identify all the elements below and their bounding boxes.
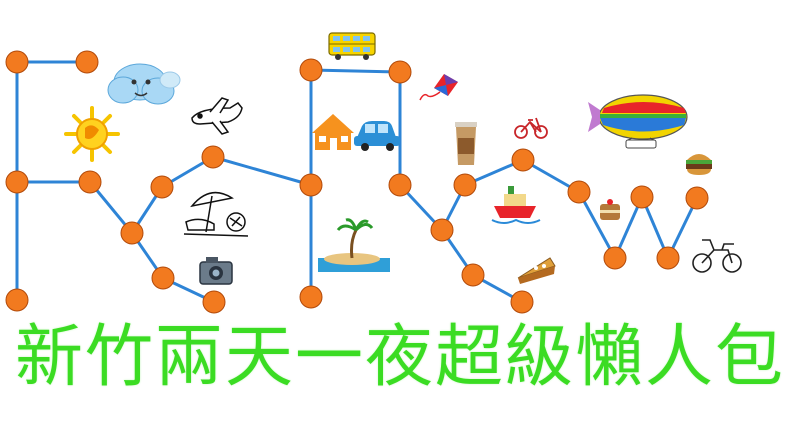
connector-node [5, 170, 29, 194]
cake-icon [600, 199, 620, 220]
connector-node [511, 148, 535, 172]
sun-icon [64, 106, 120, 162]
connector-node [388, 173, 412, 197]
connector-node [120, 221, 144, 245]
connector-node [150, 175, 174, 199]
connector-node [567, 180, 591, 204]
connector-node [78, 170, 102, 194]
connector-node [5, 288, 29, 312]
cloud-icon [107, 63, 181, 105]
house-icon [312, 114, 354, 150]
car-icon [354, 121, 400, 151]
connector-node [430, 218, 454, 242]
connector-node [299, 58, 323, 82]
connector-node [299, 173, 323, 197]
connector-node [453, 173, 477, 197]
connector-node [510, 290, 534, 314]
connector-node [461, 263, 485, 287]
connector-node [299, 285, 323, 309]
island-icon [318, 218, 390, 272]
bicycle-icon [514, 117, 548, 139]
connector-node [151, 266, 175, 290]
bus-icon [328, 32, 376, 60]
connector-node [201, 145, 225, 169]
connector-line [310, 68, 401, 74]
connector-node [656, 246, 680, 270]
connector-line [212, 155, 312, 187]
connector-node [388, 60, 412, 84]
camera-icon [199, 257, 233, 285]
airplane-icon [191, 97, 243, 135]
pie-icon [517, 257, 556, 284]
connector-node [5, 50, 29, 74]
connector-line [577, 191, 617, 259]
connector-node [75, 50, 99, 74]
beach-umbrella-icon [183, 191, 249, 237]
burger-icon [686, 154, 712, 175]
motorcycle-icon [692, 239, 742, 273]
coffee-cup-icon [455, 122, 477, 165]
page-title: 新竹兩天一夜超級懶人包 [14, 318, 785, 397]
blimp-icon [588, 94, 688, 149]
connector-node [603, 246, 627, 270]
connector-nodes [5, 50, 709, 314]
connector-node [630, 185, 654, 209]
connector-node [685, 186, 709, 210]
boat-icon [491, 186, 541, 224]
kite-icon [419, 74, 458, 101]
connector-node [202, 290, 226, 314]
